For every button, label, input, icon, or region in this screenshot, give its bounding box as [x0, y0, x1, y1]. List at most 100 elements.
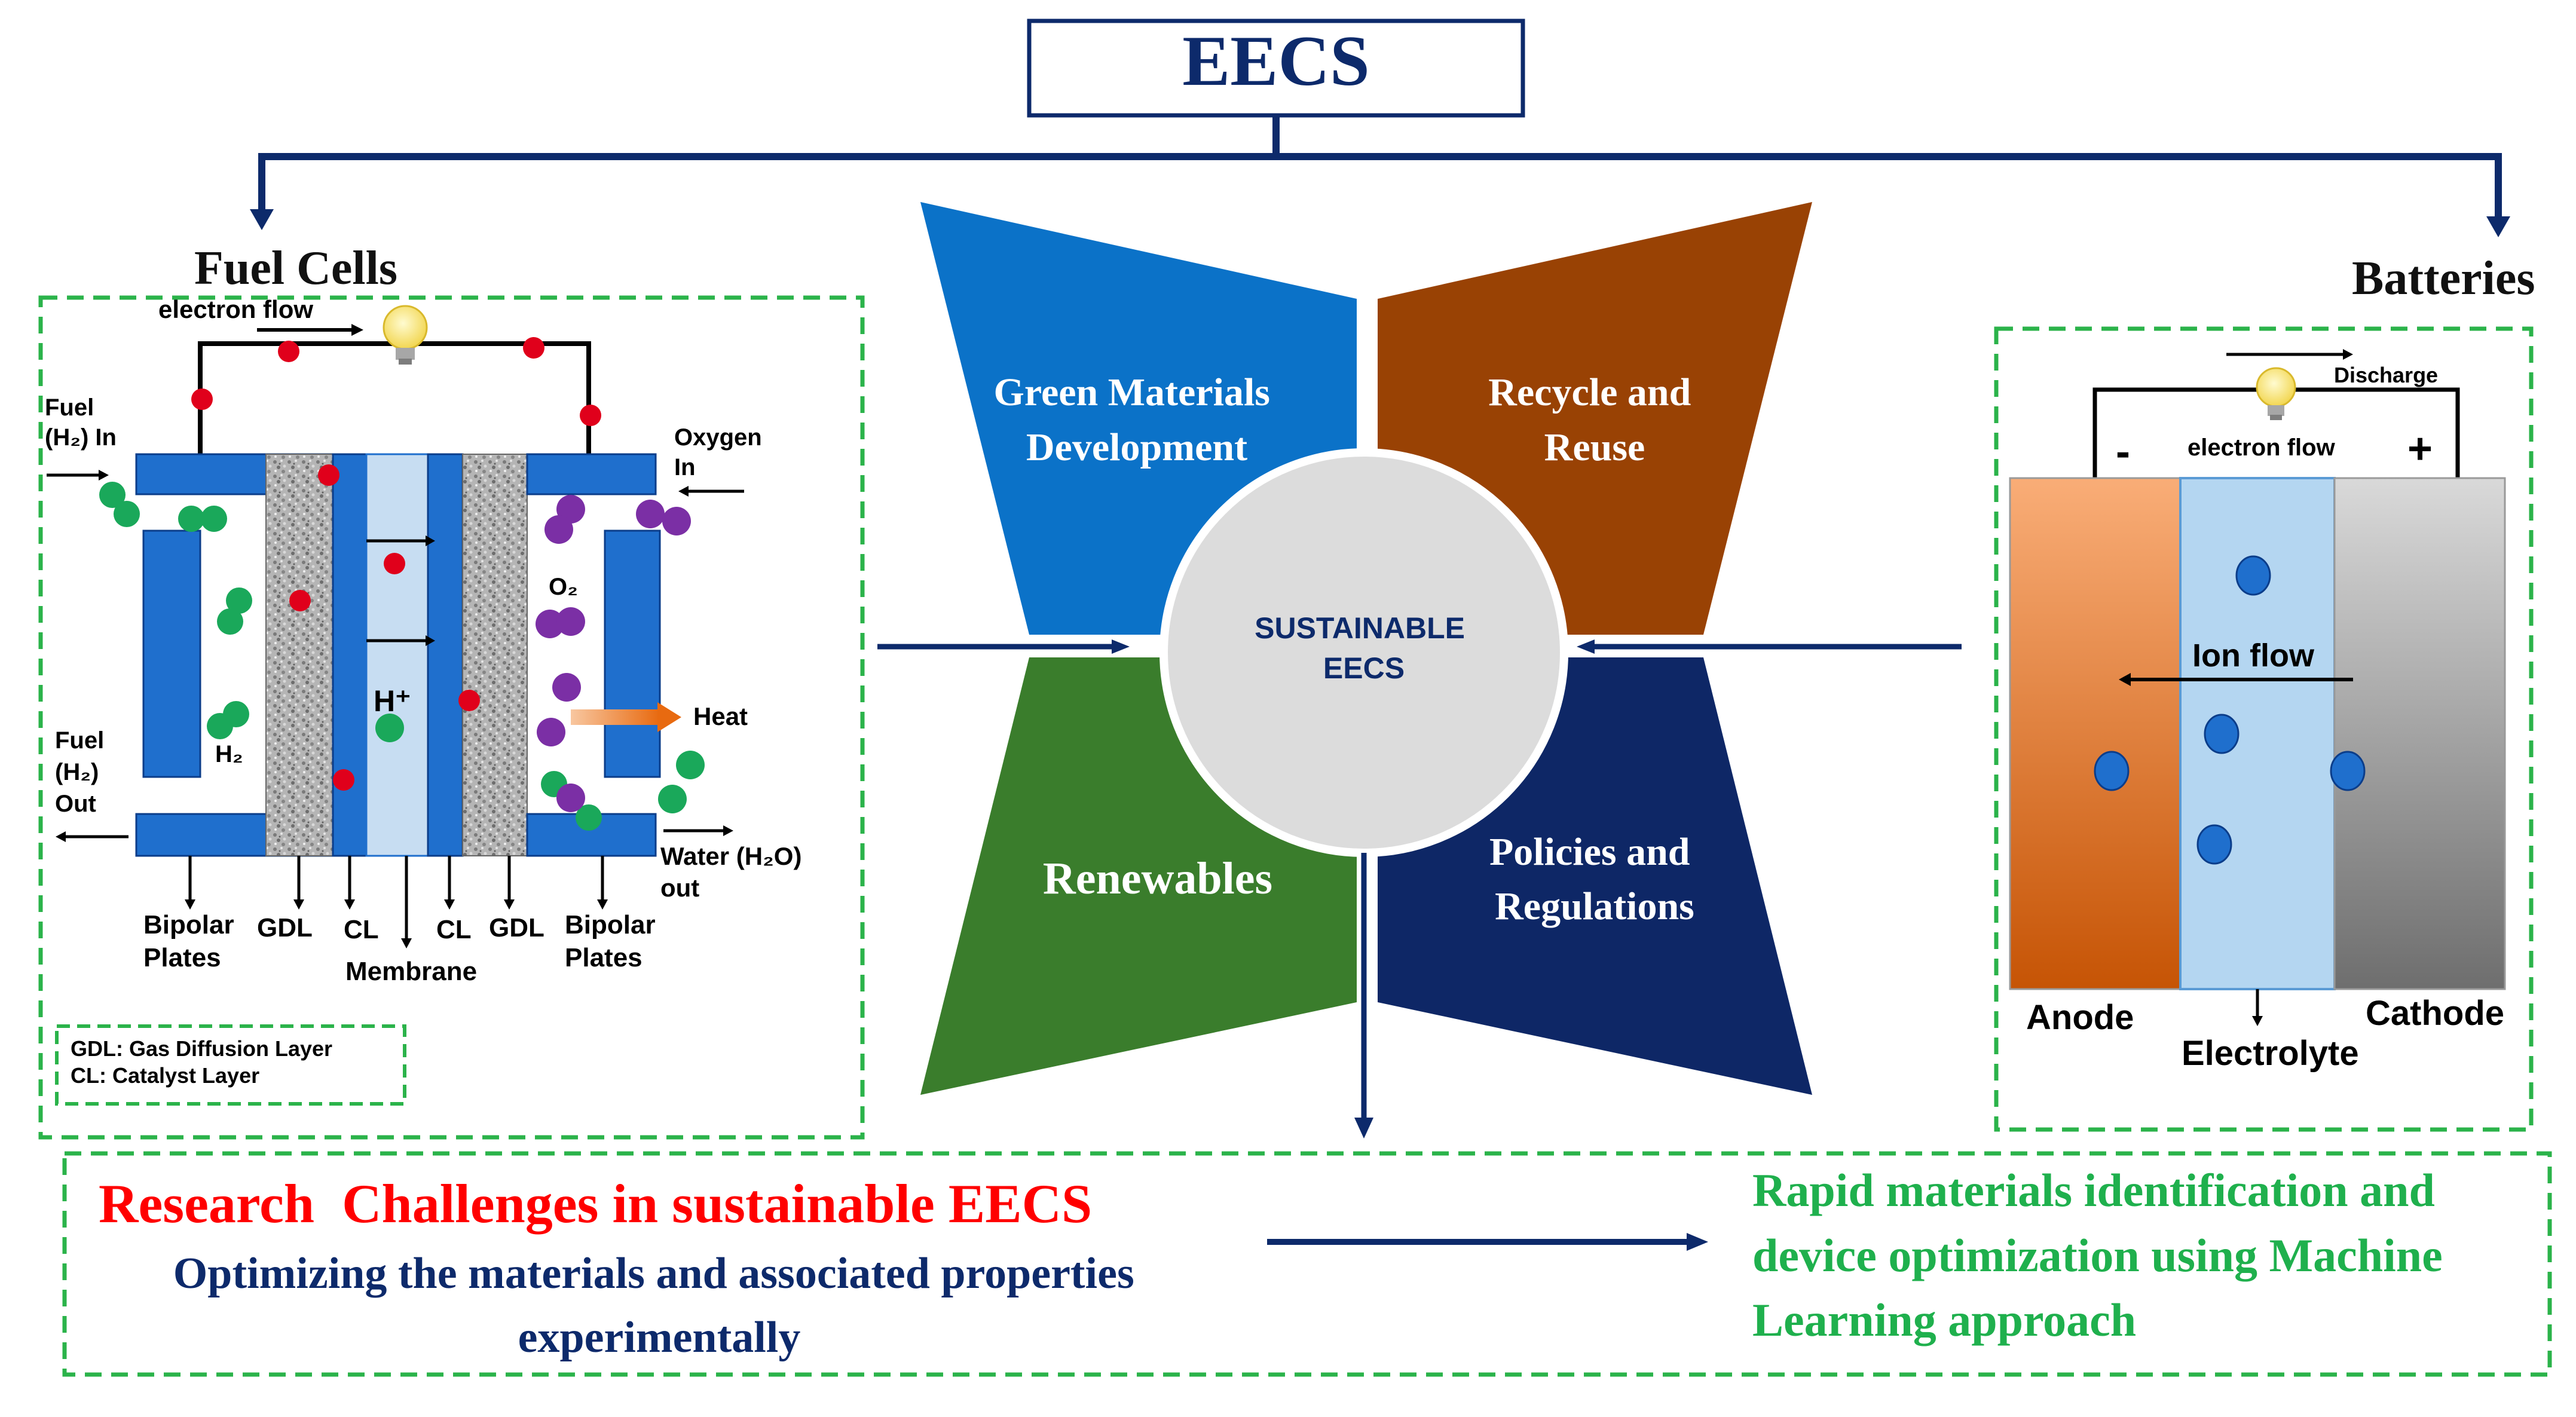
h-plus-label: H⁺ [374, 684, 411, 718]
proton-arrows [366, 539, 426, 642]
sustainable-line-1: SUSTAINABLE [1255, 611, 1465, 645]
battery-electron-flow-label: electron flow [2188, 434, 2336, 461]
branch-lines [258, 115, 2502, 218]
batteries-title: Batteries [2352, 252, 2535, 305]
fuel-cells-title: Fuel Cells [194, 242, 397, 295]
fc-circuit-wire [198, 341, 591, 454]
arrow-to-ml-head [1687, 1233, 1708, 1251]
oxygen-in-label-1: Oxygen [674, 424, 762, 451]
proton-arrowhead-2 [426, 635, 435, 646]
svg-text:Oxygen In: Oxygen In [674, 424, 769, 481]
sustainable-line-2: EECS [1323, 651, 1405, 685]
batteries-panel [1994, 326, 2534, 1132]
research-challenges-panel [62, 1151, 2552, 1377]
fuel-out-label-3: Out [55, 791, 96, 817]
membrane [365, 453, 429, 857]
arrow-from-fuel-cells-head [1112, 639, 1130, 654]
fc-electron-flow-label: electron flow [158, 295, 313, 323]
svg-text:Fuel (H₂) Out: Fuel (H₂) Out [55, 727, 111, 817]
left-gdl [265, 454, 334, 856]
gdl-left-label: GDL [257, 913, 313, 942]
bipolar-right-label-2: Plates [565, 943, 643, 972]
water-out-arrowhead [723, 825, 733, 836]
fuel-out-arrowhead [56, 831, 66, 842]
recycle-line-2: Reuse [1544, 426, 1645, 469]
ml-line-1: Rapid materials identification and [1752, 1164, 2435, 1216]
green-materials-line-2: Development [1026, 426, 1247, 469]
right-catalyst-layer [427, 453, 464, 857]
svg-text:Recycle and Reuse: Recycle and Reuse [1488, 371, 1701, 469]
anode [2009, 477, 2182, 990]
policies-line-2: Regulations [1495, 885, 1694, 928]
fc-electron-flow-arrowhead [351, 324, 363, 336]
svg-text:Optimizing the materials and a: Optimizing the materials and associated … [173, 1249, 1146, 1362]
ion-flow-label: Ion flow [2192, 638, 2315, 674]
svg-text:SUSTAINABLE EECS: SUSTAINABLE EECS [1255, 611, 1473, 685]
svg-text:Green Materials Developmen: Green Materials Development [994, 371, 1280, 469]
svg-text:GDL: Gas Diffusion Layer C: GDL: Gas Diffusion Layer CL: Catalyst La… [71, 1036, 338, 1088]
svg-text:Water (H₂O) out: Water (H₂O) out [660, 842, 809, 902]
membrane-label: Membrane [345, 957, 477, 986]
heat-label: Heat [693, 702, 748, 730]
left-bipolar-plate [135, 453, 353, 857]
bipolar-left-label-1: Bipolar [143, 910, 234, 939]
minus-terminal: - [2116, 428, 2130, 476]
discharge-arrowhead [2343, 349, 2353, 360]
arrow-to-batteries [2486, 216, 2510, 237]
fuel-out-label-2: (H₂) [55, 759, 99, 785]
ions [2094, 555, 2366, 865]
electrolyte-pointer-head [2252, 1016, 2263, 1026]
fc-legend-box [55, 1024, 406, 1106]
component-pointer-lines [188, 856, 604, 941]
optimizing-line-1: Optimizing the materials and associated … [173, 1249, 1134, 1298]
battery-bulb-icon [2256, 367, 2296, 420]
h2-label: H₂ [215, 741, 243, 767]
legend-cl: CL: Catalyst Layer [71, 1063, 259, 1088]
svg-text:Bipolar Plates: Bipolar Plates [565, 910, 663, 972]
heat-arrow-body [571, 709, 659, 725]
ion-flow-arrowhead [2119, 673, 2131, 686]
svg-text:Rapid materials identification: Rapid materials identification and devic… [1752, 1164, 2454, 1346]
cl-left-label: CL [344, 915, 379, 944]
svg-text:Fuel (H₂) In: Fuel (H₂) In [45, 394, 117, 451]
svg-text:Policies and Regulations: Policies and Regulations [1489, 830, 1700, 928]
arrow-down-head [1354, 1118, 1373, 1139]
o2-label: O₂ [549, 574, 578, 600]
o2-molecules [536, 495, 691, 812]
proton-arrowhead-1 [426, 535, 435, 546]
oxygen-in-arrowhead [678, 486, 689, 497]
fuel-in-label-1: Fuel [45, 394, 94, 421]
eecs-title-box [1027, 19, 1525, 118]
fc-wire-electrons [191, 337, 601, 426]
water-out-label-2: out [660, 874, 699, 902]
electrolyte-label: Electrolyte [2182, 1034, 2359, 1073]
water-out-label-1: Water (H₂O) [660, 842, 801, 870]
cathode-label: Cathode [2366, 994, 2504, 1033]
fuel-in-label-2: (H₂) In [45, 424, 117, 451]
left-catalyst-layer [332, 453, 368, 857]
fuel-cells-panel [38, 295, 865, 1140]
electrolyte [2179, 477, 2336, 990]
renewables-label: Renewables [1043, 853, 1272, 904]
anode-label: Anode [2026, 998, 2134, 1037]
right-gdl [462, 454, 528, 856]
oxygen-in-label-2: In [674, 454, 696, 481]
legend-gdl: GDL: Gas Diffusion Layer [71, 1036, 332, 1061]
arrow-from-batteries-head [1577, 639, 1595, 654]
ml-line-2: device optimization using Machine [1752, 1229, 2443, 1281]
recycle-line-1: Recycle and [1488, 371, 1691, 414]
research-challenges-title: Research Challenges in sustainable EECS [99, 1173, 1092, 1234]
fuel-in-arrowhead [99, 470, 109, 481]
discharge-label: Discharge [2334, 363, 2438, 387]
eecs-title: EECS [1182, 21, 1369, 100]
policies-line-1: Policies and [1489, 830, 1690, 874]
arrow-to-fuel-cells [250, 209, 274, 230]
green-materials-line-1: Green Materials [994, 371, 1270, 414]
optimizing-line-2: experimentally [518, 1313, 801, 1362]
cl-right-label: CL [436, 915, 472, 944]
fuel-out-label-1: Fuel [55, 727, 104, 754]
bulb-icon [383, 305, 428, 365]
right-bipolar-plate [526, 453, 661, 857]
gdl-right-label: GDL [489, 913, 544, 942]
